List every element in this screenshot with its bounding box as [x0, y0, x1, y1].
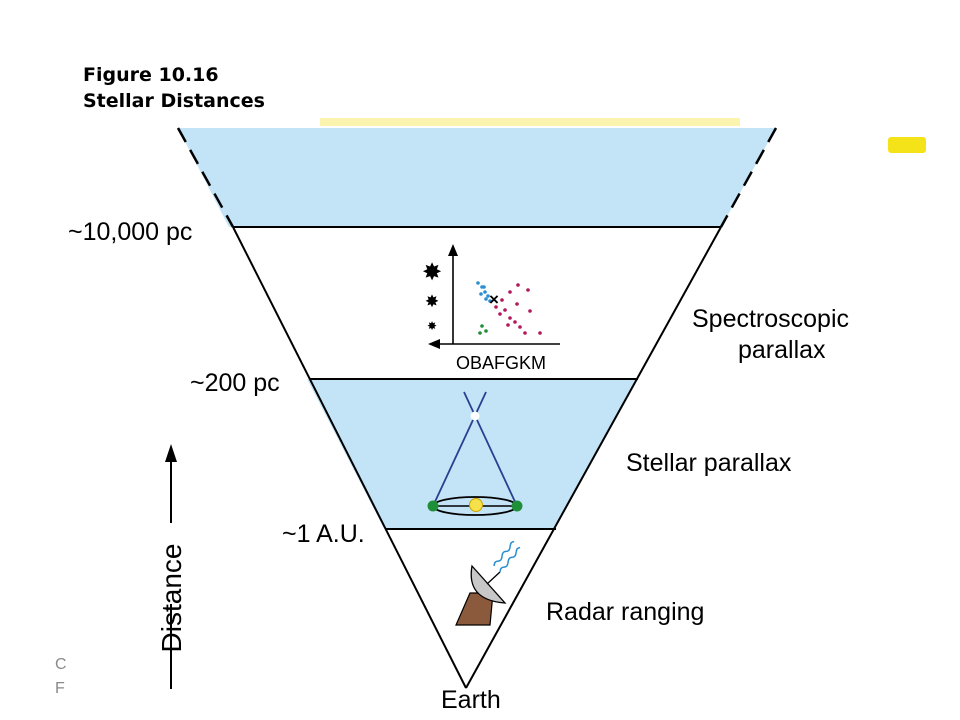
earth-position-left-icon [427, 500, 439, 512]
radar-dish-illustration [455, 540, 521, 626]
hr-star-medium-icon: ✸ [425, 292, 439, 311]
radar-feed-arm [486, 571, 501, 585]
hr-y-arrowhead [448, 244, 458, 256]
hr-diagram-inset: ✸ ✸ ✸ × OBAFGKM [422, 244, 560, 373]
method-stellar-parallax: Stellar parallax [626, 449, 792, 477]
hr-blue-dots [476, 281, 492, 303]
distance-arrowhead-icon [165, 444, 177, 462]
highlight-mark-top [320, 118, 740, 126]
parallax-illustration [427, 391, 523, 516]
figure-number: Figure 10.16 [83, 64, 219, 86]
figure-title-block: Figure 10.16 Stellar Distances [83, 62, 265, 114]
level-label-10000pc: ~10,000 pc [68, 218, 192, 246]
level-label-1au: ~1 A.U. [282, 520, 365, 548]
hr-star-large-icon: ✸ [422, 259, 442, 286]
distance-axis: Distance [156, 444, 187, 689]
hr-target-marker-icon: × [489, 290, 499, 309]
parallax-line-right-upper [463, 391, 518, 507]
target-star-icon [470, 411, 480, 421]
level-dividers [233, 226, 721, 530]
method-spectroscopic-line1: Spectroscopic [692, 305, 849, 333]
highlight-mark-right [888, 137, 926, 153]
footer-fragment-2: F [55, 680, 65, 697]
radar-wave-lower-icon [499, 546, 521, 573]
sun-icon [469, 498, 483, 512]
hr-red-dots [494, 283, 542, 335]
hr-star-small-icon: ✸ [427, 319, 437, 333]
radar-dish-icon [470, 564, 507, 604]
parallax-line-left-upper [432, 391, 487, 507]
method-radar-ranging: Radar ranging [546, 598, 704, 626]
hr-spectral-axis-label: OBAFGKM [456, 353, 546, 373]
earth-position-right-icon [511, 500, 523, 512]
triangle-outline [176, 127, 778, 689]
hr-x-arrowhead [428, 339, 440, 349]
footer-fragment-1: C [55, 656, 67, 673]
radar-wave-upper-icon [493, 540, 515, 567]
band-far [178, 128, 776, 227]
hr-green-dots [478, 324, 488, 335]
distance-axis-label: Distance [156, 544, 187, 653]
highlight-marks [320, 118, 926, 153]
level-label-200pc: ~200 pc [190, 369, 280, 397]
earth-label: Earth [441, 686, 501, 714]
method-spectroscopic-line2: parallax [738, 336, 826, 364]
figure-title: Stellar Distances [83, 90, 265, 112]
